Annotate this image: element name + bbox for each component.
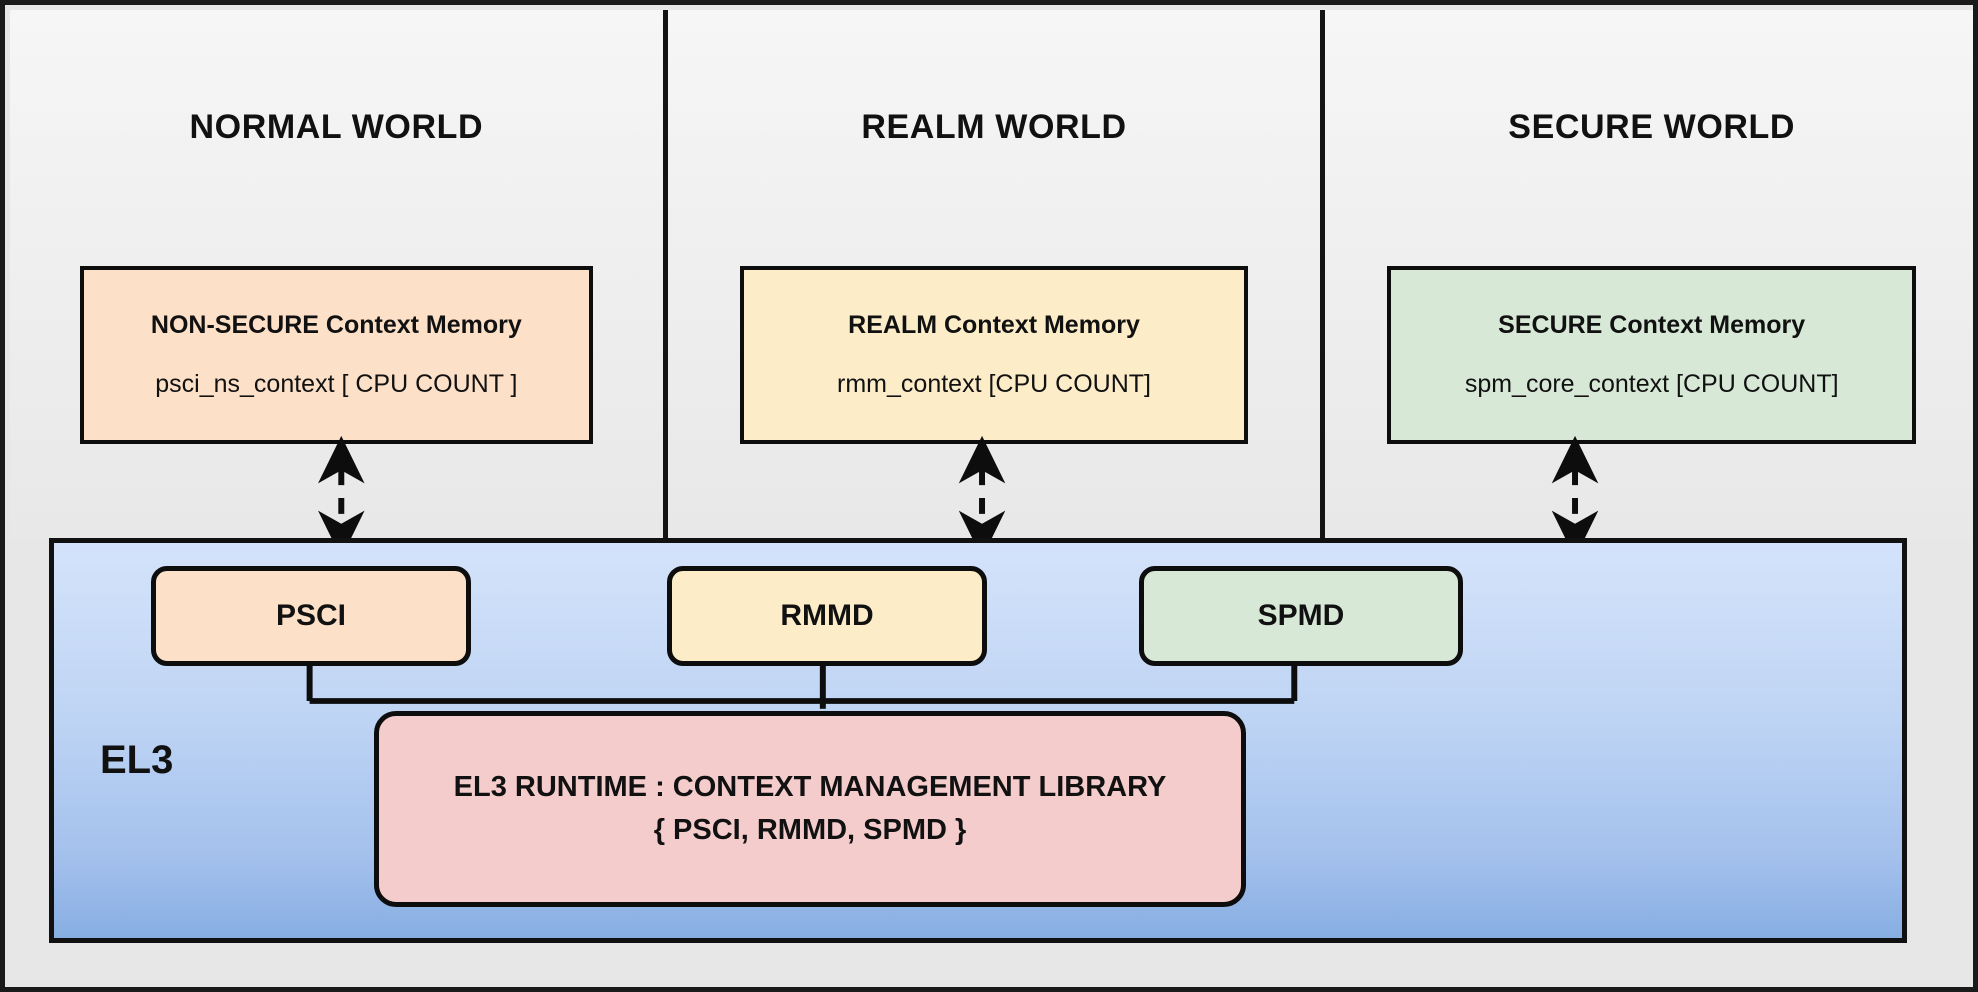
context-memory-title-non-secure: NON-SECURE Context Memory (150, 311, 522, 339)
world-title-normal: NORMAL WORLD (189, 108, 484, 146)
context-memory-title-secure: SECURE Context Memory (1498, 311, 1806, 339)
el3-runtime-library-box[interactable]: EL3 RUNTIME : CONTEXT MANAGEMENT LIBRARY… (374, 711, 1246, 907)
el3-runtime-line-2: { PSCI, RMMD, SPMD } (653, 814, 967, 846)
dispatcher-rmmd-label: RMMD (780, 599, 874, 632)
dispatcher-psci-label: PSCI (275, 599, 347, 632)
dispatcher-rmmd[interactable]: RMMD (667, 566, 987, 666)
context-memory-box-realm: REALM Context Memory rmm_context [CPU CO… (739, 266, 1249, 444)
el3-label: EL3 (100, 738, 174, 782)
world-panel-realm: REALM WORLD REALM Context Memory rmm_con… (662, 10, 1321, 540)
dispatcher-spmd-label: SPMD (1257, 599, 1345, 632)
context-memory-box-secure: SECURE Context Memory spm_core_context [… (1387, 266, 1917, 444)
world-panel-normal: NORMAL WORLD NON-SECURE Context Memory p… (10, 10, 663, 540)
context-memory-subtitle-non-secure: psci_ns_context [ CPU COUNT ] (155, 370, 518, 398)
context-memory-box-non-secure: NON-SECURE Context Memory psci_ns_contex… (80, 266, 593, 444)
context-memory-title-realm: REALM Context Memory (848, 311, 1140, 339)
world-panel-secure: SECURE WORLD SECURE Context Memory spm_c… (1320, 10, 1973, 540)
dispatcher-spmd[interactable]: SPMD (1139, 566, 1463, 666)
context-memory-subtitle-realm: rmm_context [CPU COUNT] (837, 370, 1151, 398)
el3-container: EL3 PSCI RMMD SPMD EL3 RUNTIME : CONTEXT… (49, 538, 1907, 943)
worlds-band: NORMAL WORLD NON-SECURE Context Memory p… (10, 10, 1973, 540)
el3-runtime-line-1: EL3 RUNTIME : CONTEXT MANAGEMENT LIBRARY (453, 770, 1167, 803)
world-title-secure: SECURE WORLD (1508, 108, 1796, 146)
context-memory-subtitle-secure: spm_core_context [CPU COUNT] (1464, 370, 1839, 398)
world-title-realm: REALM WORLD (861, 108, 1127, 146)
dispatcher-psci[interactable]: PSCI (151, 566, 471, 666)
